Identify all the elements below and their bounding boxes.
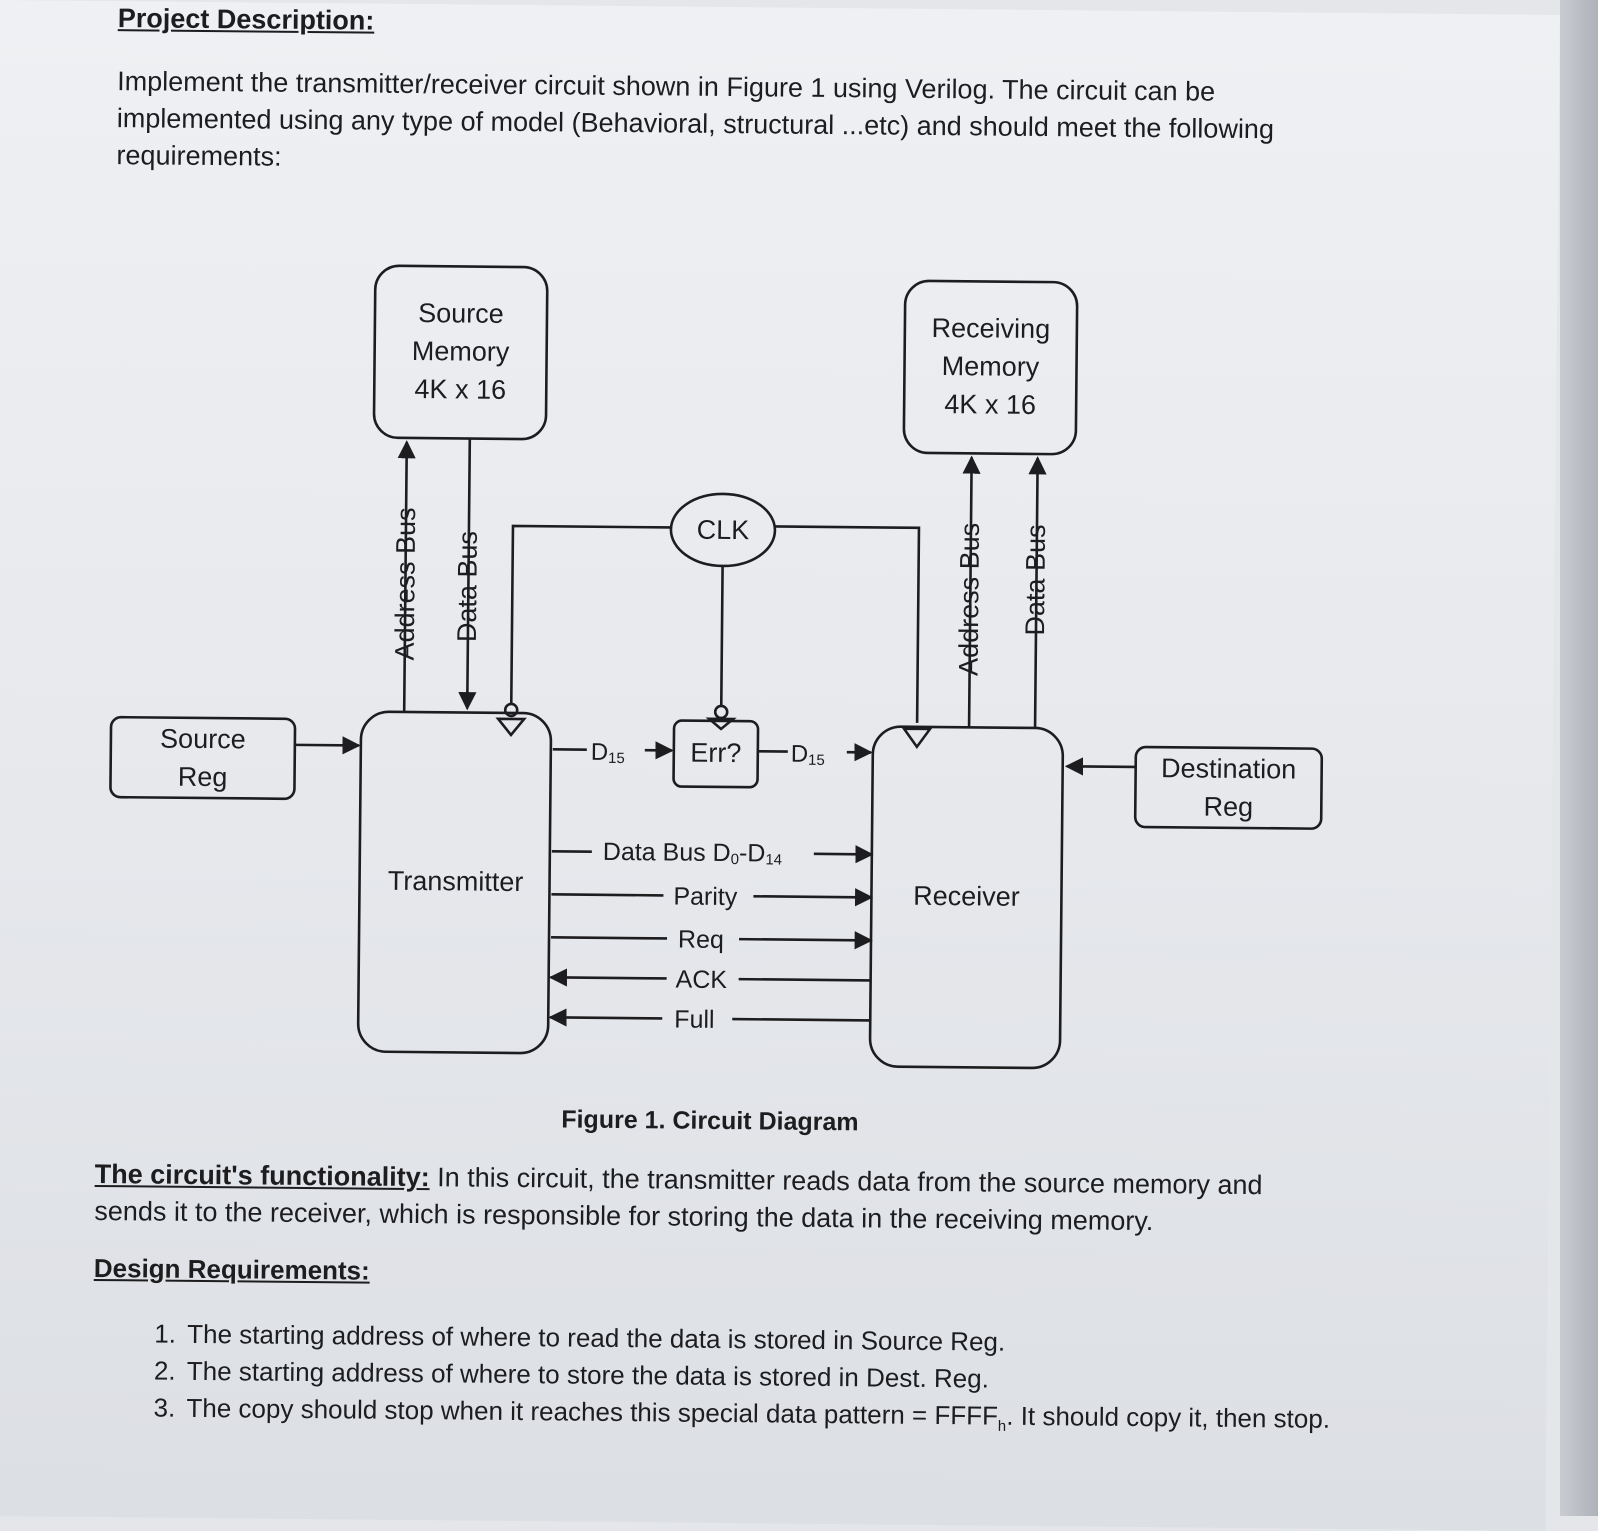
data-bus-d0-d14-label: Data Bus D0​-D14​ [603, 838, 783, 869]
req-label: Req [678, 926, 724, 954]
functionality-paragraph: The circuit's functionality: In this cir… [94, 1156, 1295, 1242]
source-data-bus-label: Data Bus [452, 531, 483, 642]
parity-label: Parity [673, 883, 738, 912]
figure-caption: Figure 1. Circuit Diagram [561, 1105, 859, 1137]
clk-to-transmitter-wire [511, 526, 671, 705]
full-label: Full [674, 1006, 715, 1034]
requirement-item: The copy should stop when it reaches thi… [182, 1390, 1362, 1449]
ack-label: ACK [675, 966, 727, 994]
functionality-label: The circuit's functionality: [95, 1159, 430, 1192]
source-address-bus-label: Address Bus [390, 507, 421, 660]
document-page: Project Description: Implement the trans… [0, 0, 1560, 1531]
clk-to-receiver-wire [773, 526, 919, 722]
destination-reg-arrow [1067, 766, 1136, 767]
d15-right-label: D15​ [791, 741, 825, 769]
screen-edge [1560, 0, 1598, 1516]
receiver-data-bus-label: Data Bus [1020, 524, 1051, 635]
design-requirements-heading: Design Requirements: [94, 1253, 370, 1287]
clk-to-err-wire [721, 566, 722, 705]
transmitter-label: Transmitter [388, 866, 524, 897]
d15-left-label: D15​ [591, 739, 625, 767]
clk-label: CLK [697, 515, 750, 546]
source-reg-arrow [295, 745, 359, 746]
receiver-label: Receiver [913, 881, 1020, 912]
receiver-address-bus-label: Address Bus [954, 523, 985, 676]
err-label: Err? [690, 738, 741, 768]
requirements-list: The starting address of where to read th… [136, 1315, 1363, 1448]
